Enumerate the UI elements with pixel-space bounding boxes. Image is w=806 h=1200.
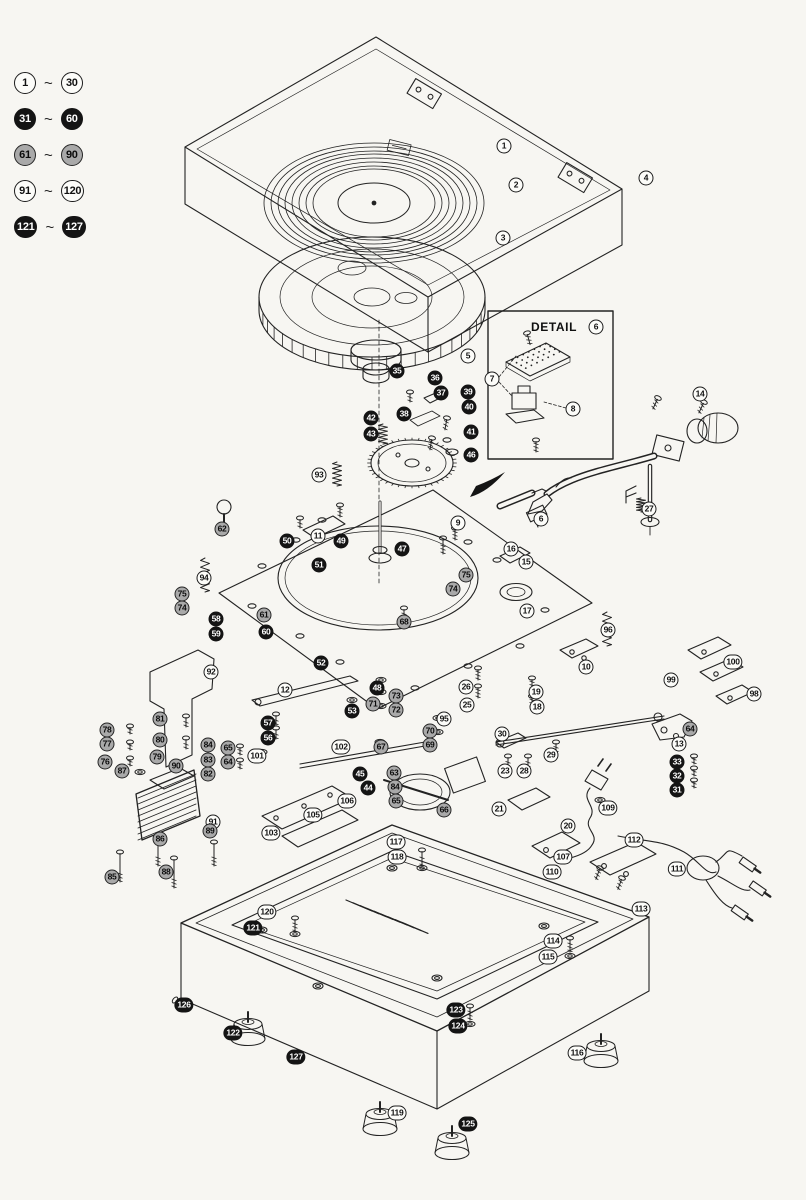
small-parts [116, 312, 708, 1160]
callout-60: 60 [60, 108, 83, 130]
legend-separator: ~ [44, 182, 53, 200]
callout-61: 61 [14, 144, 36, 166]
spindle-parts [409, 391, 459, 456]
legend-row: 1 ~30 [14, 72, 86, 94]
callout-127: 127 [62, 216, 86, 238]
plinth [180, 824, 650, 1110]
power-cord [569, 758, 612, 859]
motor-block [135, 769, 201, 841]
legend-separator: ~ [44, 74, 53, 92]
lower-boards [261, 785, 657, 877]
legend-row: 31 ~60 [14, 108, 86, 130]
rca-cables [617, 835, 772, 922]
legend: 1 ~30 31 ~60 61 ~90 91 ~120 121 ~127 [14, 72, 86, 252]
callout-1: 1 [14, 72, 36, 94]
right-plates [687, 636, 754, 705]
chassis-plate [216, 489, 599, 710]
callout-30: 30 [60, 72, 83, 94]
callout-31: 31 [14, 108, 36, 130]
dust-cover [184, 36, 623, 353]
legend-separator: ~ [44, 146, 53, 164]
callout-120: 120 [60, 180, 85, 202]
linkages [251, 675, 693, 811]
callout-121: 121 [14, 216, 38, 238]
legend-row: 121 ~127 [14, 216, 86, 238]
detail-inset-label: DETAIL [531, 320, 578, 334]
legend-row: 61 ~90 [14, 144, 86, 166]
left-bracket [149, 649, 215, 790]
legend-row: 91 ~120 [14, 180, 86, 202]
rotation-arrow-icon [470, 472, 505, 497]
record [263, 139, 485, 304]
callout-91: 91 [14, 180, 36, 202]
tonearm [525, 412, 739, 536]
legend-separator: ~ [44, 110, 53, 128]
platter [258, 236, 486, 586]
legend-separator: ~ [45, 218, 55, 236]
cue-lever [470, 472, 549, 510]
callout-90: 90 [60, 144, 83, 166]
